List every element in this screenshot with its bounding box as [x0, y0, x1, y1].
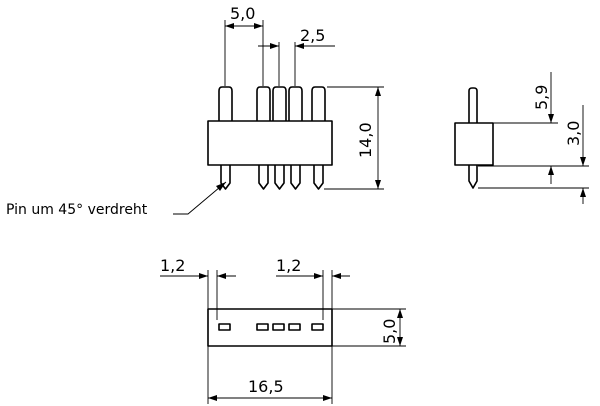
front-pins-bottom: [220, 165, 324, 190]
dim-pin-group-offset: 5,0: [230, 4, 255, 23]
dim-pin-pitch: 2,5: [300, 26, 325, 45]
side-view: 5,9 3,0: [454, 72, 589, 204]
side-pin-top: [468, 87, 478, 123]
dim-right-margin: 1,2: [276, 256, 301, 275]
dim-left-margin: 1,2: [160, 256, 185, 275]
dim-pin-top-height: 5,9: [532, 85, 551, 110]
dim-overall-length: 16,5: [248, 377, 284, 396]
dim-pin-bottom-height: 3,0: [564, 121, 583, 146]
side-body: [454, 122, 494, 166]
top-pin-slots: [218, 323, 324, 331]
front-pins-top: [218, 86, 326, 121]
front-body: [207, 120, 333, 166]
pin-rotation-note: Pin um 45° verdreht: [6, 202, 148, 218]
top-view: 1,2 1,2 5,0 16,5: [160, 256, 406, 404]
dim-overall-height: 14,0: [356, 122, 375, 158]
dim-body-depth: 5,0: [380, 319, 399, 344]
front-view: 5,0 2,5 14,0 Pin um 45° verdreht: [6, 4, 384, 218]
top-body: [207, 308, 333, 347]
side-pin-bottom: [468, 165, 478, 189]
